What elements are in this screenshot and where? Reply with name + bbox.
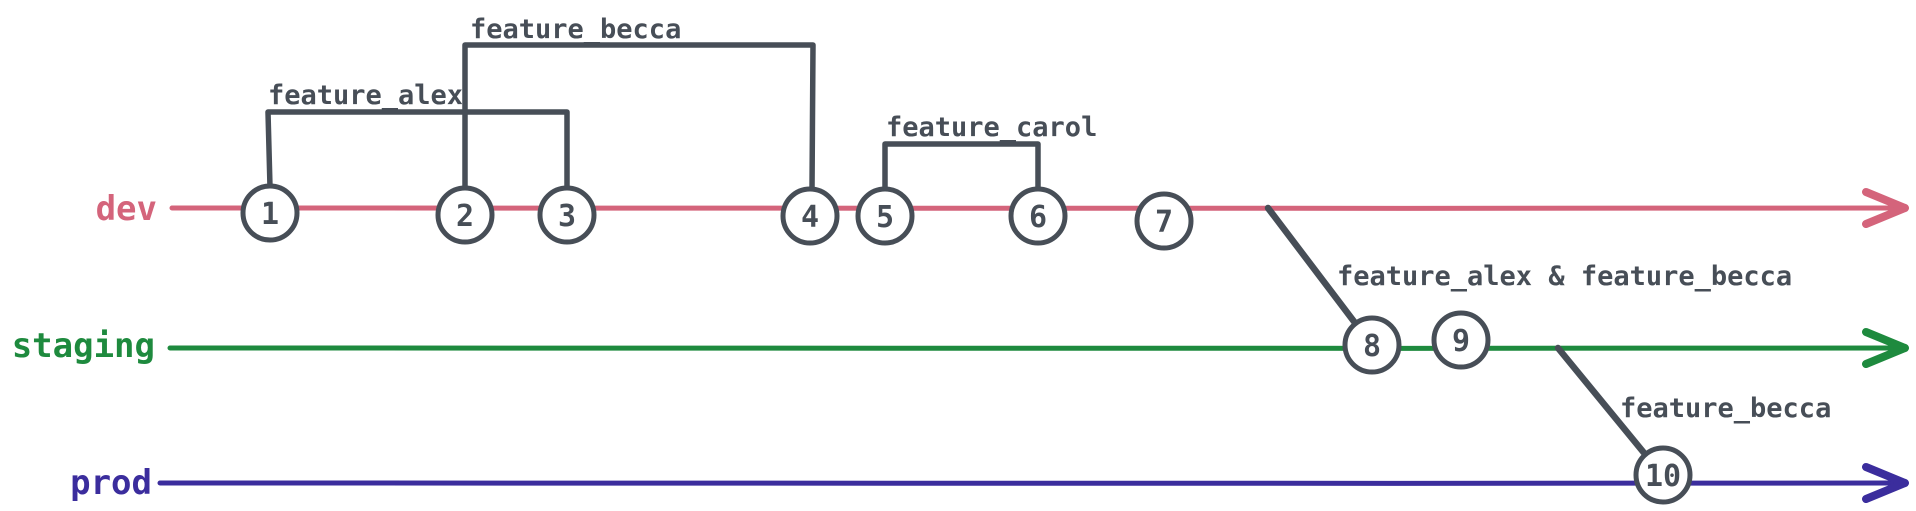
- commit-number-8: 8: [1363, 329, 1381, 364]
- feature-carol-bracket-line: [882, 141, 1041, 193]
- feature-alex-label: feature_alex: [268, 80, 463, 111]
- feature-bracket-alex: feature_alex: [265, 80, 570, 192]
- feature-carol-label: feature_carol: [886, 112, 1097, 143]
- staging-arrowhead-icon: [1862, 328, 1909, 368]
- feature-bracket-carol: feature_carol: [882, 112, 1097, 193]
- commit-node-3: 3: [537, 185, 597, 245]
- staging-merge-label: feature_alex & feature_becca: [1337, 261, 1792, 292]
- prod-branch-line: [157, 480, 1899, 486]
- commit-circle-1: [240, 183, 300, 243]
- commit-number-5: 5: [876, 200, 894, 235]
- dev-arrowhead-icon: [1862, 188, 1909, 228]
- merge-staging-to-prod: feature_becca: [1554, 344, 1831, 474]
- commit-node-2: 2: [435, 185, 495, 245]
- commit-node-7: 7: [1134, 191, 1194, 251]
- commit-node-5: 5: [855, 186, 915, 246]
- commit-node-1: 1: [240, 183, 300, 243]
- commit-number-7: 7: [1155, 205, 1173, 240]
- commit-node-10: 10: [1633, 445, 1693, 505]
- commit-number-2: 2: [456, 199, 474, 234]
- commit-circle-10: [1633, 445, 1693, 505]
- merge-dev-to-staging: feature_alex & feature_becca: [1264, 204, 1792, 344]
- prod-arrowhead-icon: [1862, 463, 1909, 503]
- commit-circle-7: [1134, 191, 1194, 251]
- prod-merge-label: feature_becca: [1620, 393, 1831, 424]
- commit-circle-3: [537, 185, 597, 245]
- commit-circle-4: [780, 186, 840, 246]
- dev-branch-line: [169, 205, 1899, 211]
- prod-branch-label: prod: [70, 463, 152, 503]
- branch-prod: prod: [70, 463, 1909, 503]
- commit-node-8: 8: [1342, 315, 1402, 375]
- feature-becca-bracket-line: [462, 42, 816, 193]
- commit-node-9: 9: [1431, 310, 1491, 370]
- feature-bracket-becca: feature_becca: [462, 14, 816, 193]
- commit-circle-6: [1008, 186, 1068, 246]
- feature-alex-bracket-line: [265, 109, 570, 192]
- commit-node-4: 4: [780, 186, 840, 246]
- branch-staging: staging: [12, 326, 1909, 368]
- dev-branch-label: dev: [96, 189, 157, 229]
- merge-line-dev-staging: [1264, 204, 1372, 344]
- commit-number-6: 6: [1029, 200, 1047, 235]
- commit-circle-9: [1431, 310, 1491, 370]
- commit-number-9: 9: [1452, 324, 1470, 359]
- commit-number-3: 3: [558, 199, 576, 234]
- commit-number-1: 1: [261, 197, 279, 232]
- merge-line-staging-prod: [1554, 344, 1662, 474]
- commit-number-4: 4: [801, 200, 819, 235]
- commit-circle-2: [435, 185, 495, 245]
- commit-number-10: 10: [1645, 459, 1681, 494]
- commit-circle-5: [855, 186, 915, 246]
- commit-node-6: 6: [1008, 186, 1068, 246]
- branch-dev: dev: [96, 188, 1909, 229]
- staging-branch-label: staging: [12, 326, 155, 366]
- commit-circle-8: [1342, 315, 1402, 375]
- feature-becca-label: feature_becca: [470, 14, 681, 45]
- staging-branch-line: [167, 345, 1899, 351]
